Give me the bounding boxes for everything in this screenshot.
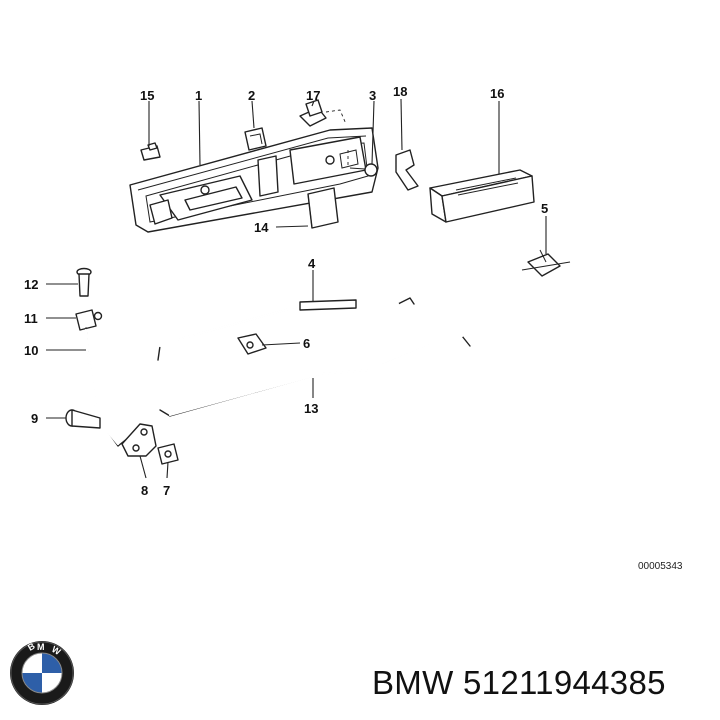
part-8-lever	[121, 423, 157, 457]
svg-text:B: B	[26, 641, 37, 653]
part-11-guide	[75, 309, 103, 331]
part-5-clip	[521, 249, 571, 277]
callout-18: 18	[393, 84, 407, 99]
part-number-title: BMW 51211944385	[372, 664, 666, 701]
part-2-bracket	[244, 127, 267, 151]
part-18-spring-clip	[395, 149, 419, 191]
callout-6: 6	[303, 336, 310, 351]
part-17-clip-nut	[299, 99, 347, 127]
leader-lines	[46, 98, 547, 479]
callout-12: 12	[24, 277, 38, 292]
part-15-clip	[140, 142, 161, 161]
callout-11: 11	[24, 311, 38, 326]
callout-5: 5	[541, 201, 548, 216]
callout-13: 13	[304, 401, 318, 416]
bmw-roundel-logo: B M W	[10, 641, 74, 705]
reference-code: 00005343	[638, 561, 683, 572]
callout-1: 1	[195, 88, 202, 103]
part-16-tray	[429, 169, 535, 223]
callout-8: 8	[141, 483, 148, 498]
callout-14: 14	[254, 220, 269, 235]
callout-2: 2	[248, 88, 255, 103]
callout-4: 4	[308, 256, 316, 271]
part-9-bolt	[65, 409, 101, 429]
part-3-screw	[347, 150, 378, 177]
part-12-knob	[76, 267, 92, 297]
part-13-rod	[159, 334, 471, 417]
callout-17: 17	[306, 88, 320, 103]
part-10-rod	[84, 327, 129, 447]
part-14-cap	[307, 187, 339, 229]
callout-15: 15	[140, 88, 154, 103]
part-7-small-clip	[157, 443, 179, 465]
callout-labels: 15 1 2 17 3 18 16 5 14 4 6 13 12 11 10 9…	[24, 84, 548, 498]
callout-10: 10	[24, 343, 38, 358]
part-4-cable	[157, 297, 415, 361]
callout-16: 16	[490, 86, 504, 101]
callout-9: 9	[31, 411, 38, 426]
callout-3: 3	[369, 88, 376, 103]
part-1-handle-frame	[129, 127, 379, 233]
svg-text:M: M	[37, 642, 45, 652]
callout-7: 7	[163, 483, 170, 498]
part-6-clip	[237, 333, 267, 355]
